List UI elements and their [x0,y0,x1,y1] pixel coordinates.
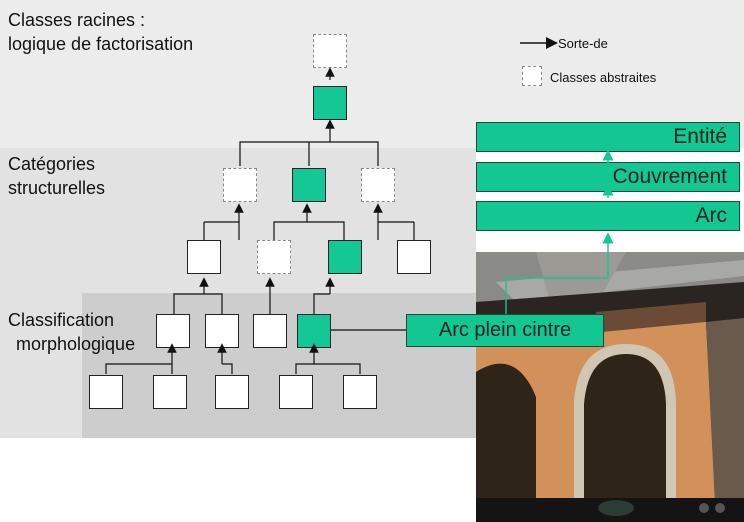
node-root-abstract [313,34,347,68]
morphological-classification-title: Classification morphologique [8,310,136,354]
node-l4-3 [253,314,287,348]
edge-l4-bracket-green [313,293,330,314]
node-l4-green [297,314,331,348]
node-structural-middle [292,168,326,202]
legend-abstract-swatch [522,66,542,86]
node-structural-left [223,168,257,202]
class-entite: Entité [476,122,740,152]
node-l3-2 [257,240,291,274]
node-l5-3 [215,375,249,409]
node-structural-right [361,168,395,202]
edge-l5-bracket-1 [105,363,173,374]
edge-instance-to-arc [505,277,608,314]
instance-arc-plein-cintre: Arc plein cintre [406,314,604,347]
band-morphological-label-area [0,293,82,438]
legend-abstract-label: Classes abstraites [550,70,657,85]
node-l5-4 [279,375,313,409]
node-l3-3 [328,240,362,274]
node-l3-4 [397,240,431,274]
node-l5-2 [153,375,187,409]
node-l3-1 [187,240,221,274]
edge-l5-bracket-2 [222,363,233,374]
class-couvrement: Couvrement [476,162,740,192]
structural-categories-title: Catégories structurelles [8,154,106,198]
edge-l5-bracket-3 [295,363,361,374]
node-l4-1 [156,314,190,348]
edge-l4-bracket-left [173,293,223,314]
root-classes-title: Classes racines : logique de factorisati… [8,10,194,54]
legend-arrow-label: Sorte-de [558,36,608,51]
node-l5-1 [89,375,123,409]
node-root-green [313,86,347,120]
node-l5-5 [343,375,377,409]
edge-l3-bracket [273,221,345,240]
class-arc: Arc [476,201,740,231]
